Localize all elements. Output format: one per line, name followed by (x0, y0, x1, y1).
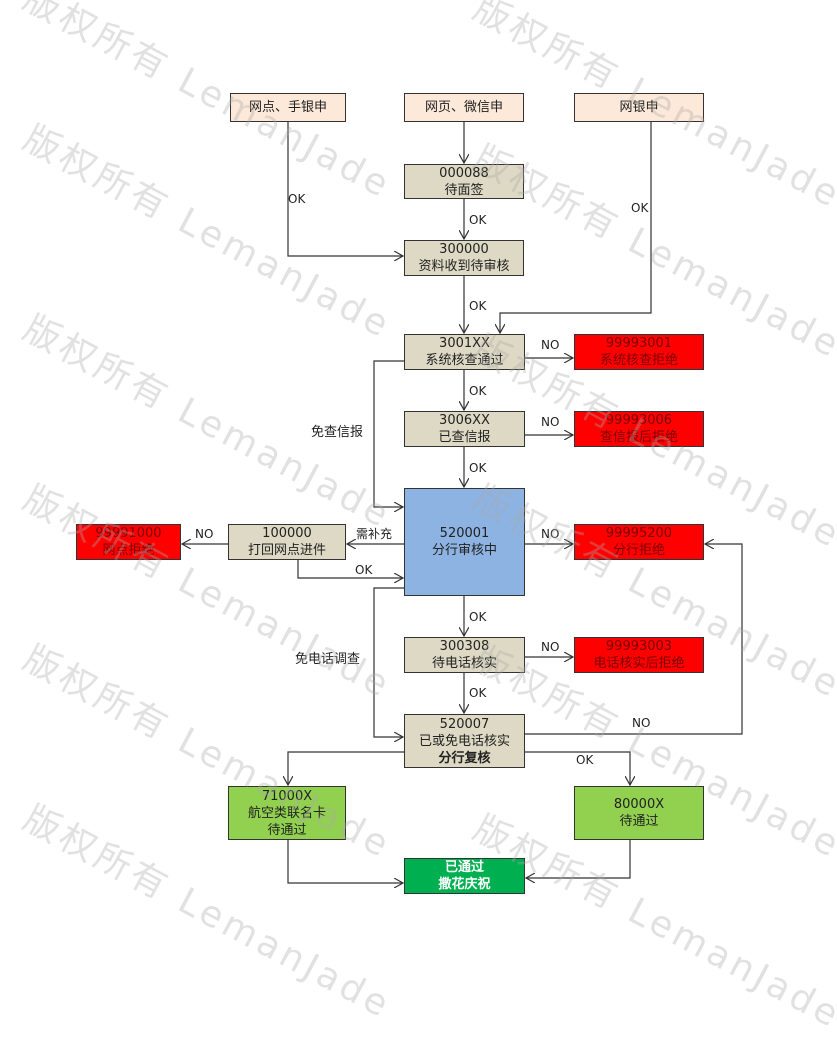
node-label-2: 待通过 (267, 822, 307, 838)
edge-71000x-passed (287, 840, 403, 883)
edge-label-skip-credit: 免查信报 (311, 425, 364, 440)
node-80000x: 80000X 待通过 (574, 786, 704, 840)
node-label: 系统核查通过 (425, 353, 504, 368)
edge-label-ok: OK (355, 563, 373, 577)
edge-label-ok: OK (469, 299, 487, 313)
node-code: 99993003 (605, 639, 673, 654)
node-label: 分行审核中 (431, 543, 497, 558)
node-code: 100000 (262, 526, 312, 541)
node-label: 已或免电话核实 (418, 733, 510, 749)
node-label: 打回网点进件 (247, 543, 326, 558)
node-label: 已通过 (444, 860, 484, 875)
edge-label-skip-phone: 免电话调查 (295, 652, 361, 667)
edge-100000-520001 (297, 560, 403, 578)
node-code: 99993006 (605, 413, 673, 428)
edge-label-ok: OK (469, 686, 487, 700)
edge-wangyin-3001xx (500, 122, 652, 333)
node-99993006: 99993006 查信报后拒绝 (574, 411, 704, 447)
node-passed: 已通过撒花庆祝 (404, 858, 525, 894)
node-label: 电话核实后拒绝 (593, 656, 685, 671)
node-code: 300000 (439, 242, 489, 257)
edge-label-no: NO (541, 640, 560, 654)
edge-80000x-passed (526, 840, 631, 878)
edge-label-ok: OK (576, 753, 594, 767)
node-99991000: 99991000 网点拒绝 (76, 524, 181, 560)
node-branch-mobile-apply: 网点、手银申 (230, 93, 346, 122)
node-code: 3006XX (439, 413, 490, 428)
node-label: 系统核查拒绝 (599, 353, 678, 368)
edge-label-ok: OK (469, 384, 487, 398)
edge-label-ok: OK (469, 610, 487, 624)
edge-3001xx-skip (373, 360, 404, 507)
edge-label-no: NO (541, 527, 560, 541)
node-code: 99991000 (95, 526, 162, 541)
node-99993003: 99993003 电话核实后拒绝 (574, 637, 704, 673)
node-code: 71000X (261, 788, 313, 804)
node-99995200: 99995200 分行拒绝 (574, 524, 704, 560)
node-label: 待电话核实 (431, 656, 497, 671)
node-520001: 520001 分行审核中 (404, 488, 525, 596)
node-3001xx: 3001XX 系统核查通过 (404, 334, 525, 370)
node-300308: 300308 待电话核实 (404, 637, 525, 673)
edge-label-no: NO (541, 338, 560, 352)
node-label: 网点、手银申 (248, 100, 327, 115)
edge-label-no: NO (632, 716, 651, 730)
node-code: 520007 (439, 716, 490, 732)
node-label: 航空类联名卡 (247, 805, 326, 821)
edge-label-ok: OK (631, 201, 649, 215)
edge-label-no: NO (195, 527, 214, 541)
edge-wangdian-300000 (287, 122, 403, 256)
connector-lines (0, 122, 743, 964)
node-code: 3001XX (439, 336, 490, 351)
node-label: 待面签 (444, 182, 484, 198)
node-code: 520001 (439, 526, 490, 541)
node-web-wechat-apply: 网页、微信申 (404, 93, 524, 122)
node-code: 300308 (439, 639, 490, 654)
node-code: 99993001 (605, 336, 673, 351)
node-online-bank-apply: 网银申 (574, 93, 704, 122)
node-100000: 100000 打回网点进件 (228, 524, 346, 560)
node-code: 80000X (613, 797, 665, 812)
edge-label-need-more: 需补充 (356, 527, 393, 541)
node-label-2: 撒花庆祝 (438, 877, 491, 892)
node-label: 网页、微信申 (424, 100, 503, 115)
edge-520007-71000x (288, 751, 404, 785)
edge-label-ok: OK (469, 213, 487, 227)
edge-520001-skip (373, 587, 404, 737)
edge-520007-80000x (525, 751, 630, 785)
node-label: 分行拒绝 (612, 543, 665, 558)
node-label: 网银申 (619, 100, 659, 115)
node-label: 已查信报 (438, 430, 491, 445)
node-300000: 300000 资料收到待审核 (404, 240, 524, 276)
edge-label-ok: OK (288, 192, 306, 206)
node-label-bold: 分行复核 (438, 750, 491, 766)
node-label: 资料收到待审核 (418, 259, 510, 274)
node-code: 99995200 (605, 526, 673, 541)
edge-520007-reject (525, 544, 743, 735)
edge-label-ok: OK (469, 461, 487, 475)
edge-label-no: NO (541, 415, 560, 429)
node-99993001: 99993001 系统核查拒绝 (574, 334, 704, 370)
node-label: 待通过 (619, 814, 659, 829)
node-3006xx: 3006XX 已查信报 (404, 411, 525, 447)
node-label: 网点拒绝 (102, 543, 155, 558)
node-code: 000088 (439, 165, 489, 181)
node-label: 查信报后拒绝 (599, 430, 678, 445)
